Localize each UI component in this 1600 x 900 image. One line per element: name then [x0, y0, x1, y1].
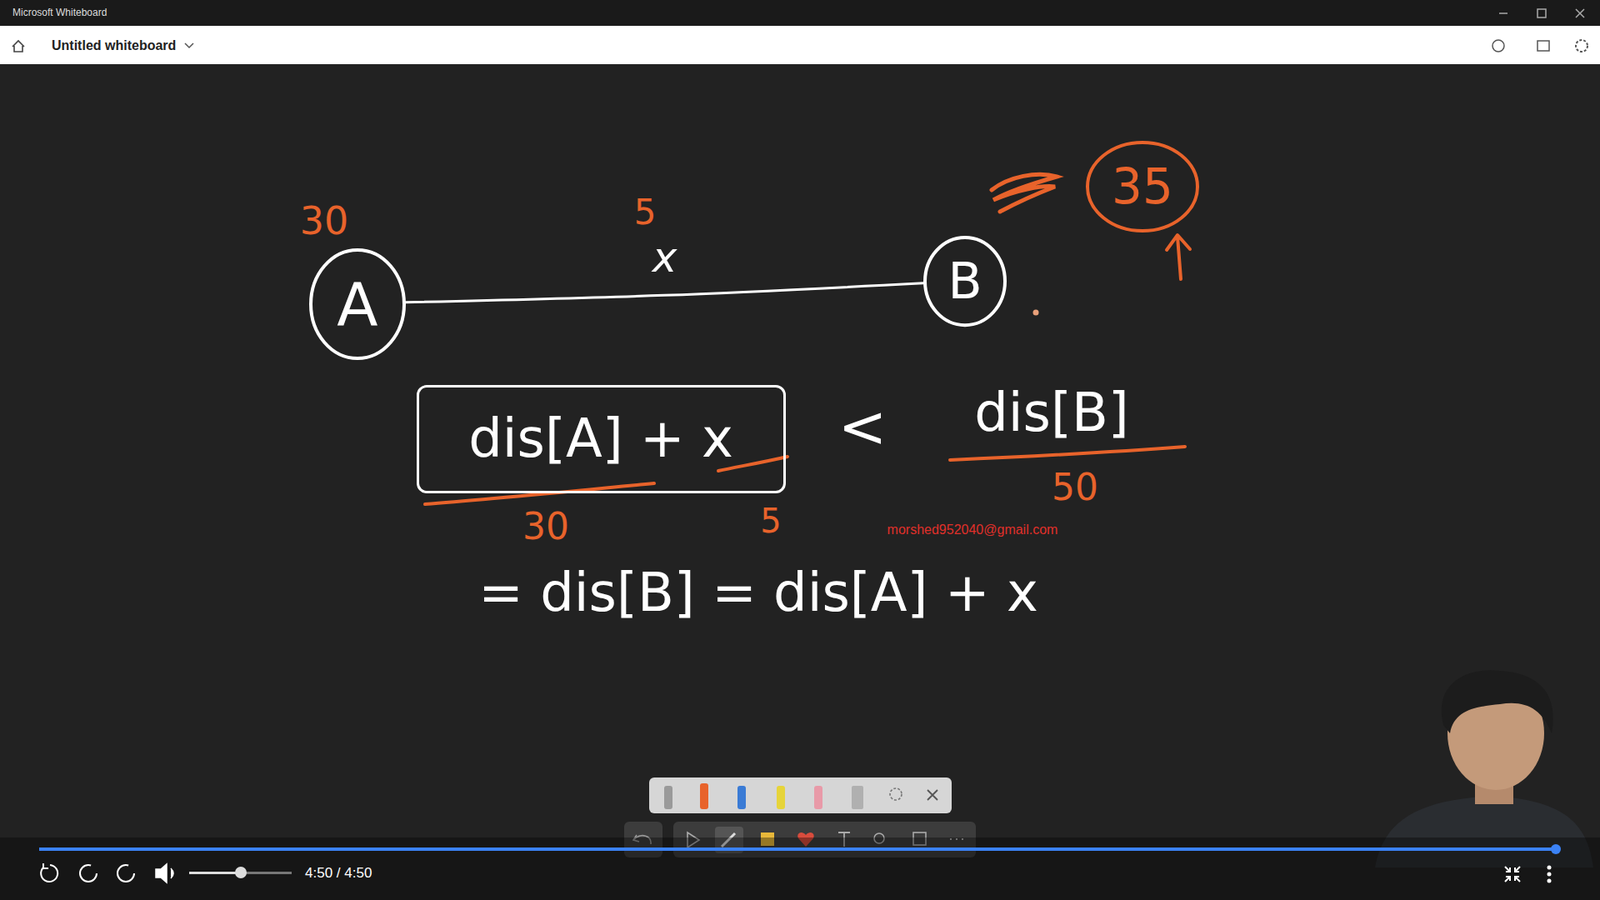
ink-dot — [1033, 310, 1040, 316]
timer-icon — [1492, 40, 1505, 52]
dropdown-icon — [185, 43, 194, 48]
share-icon — [1537, 40, 1550, 51]
replay-icon — [40, 863, 58, 882]
menu-icon — [1547, 879, 1552, 884]
node-outline — [310, 250, 405, 359]
distance-value: 50 — [1051, 466, 1099, 510]
close-icon — [927, 790, 938, 800]
weight-value: 5 — [634, 192, 657, 233]
watermark: morshed952040@gmail.com — [887, 522, 1059, 538]
graph-node: A — [309, 248, 406, 360]
close-icon — [1575, 9, 1585, 18]
node-text: dis[A] + x — [468, 408, 734, 470]
volume-knob — [235, 866, 247, 879]
node-text: 35 — [1111, 159, 1174, 215]
weight-value: 5 — [760, 501, 781, 540]
minimize-icon — [1499, 12, 1508, 15]
lasso-icon — [890, 788, 902, 800]
title-bar — [0, 0, 1600, 26]
volume-icon — [155, 864, 174, 883]
pen-icon — [737, 785, 746, 810]
fullscreen-icon — [1505, 866, 1520, 882]
distance-value: 30 — [300, 199, 350, 244]
edge-label: x — [652, 234, 678, 283]
pen-icon — [664, 785, 673, 810]
player-shade — [0, 837, 1600, 900]
underline — [425, 483, 655, 505]
node-text: A — [336, 270, 378, 340]
node-outline — [1087, 142, 1198, 231]
settings-icon — [1575, 40, 1588, 52]
progress-knob — [1550, 844, 1561, 855]
forward-icon — [117, 865, 135, 882]
pen-icon — [776, 785, 785, 810]
restore-icon — [1537, 9, 1546, 18]
pointer-arrow — [1166, 235, 1190, 280]
presenter-hair — [1441, 670, 1554, 734]
expression: dis[B] — [974, 382, 1130, 445]
value-circle: 35 — [1085, 140, 1200, 233]
distance-value: 30 — [522, 505, 570, 549]
scribble — [991, 174, 1057, 212]
boxed-expression: dis[A] + x — [416, 385, 786, 494]
document-title: Untitled whiteboard — [51, 38, 176, 54]
update-expression: = dis[B] = dis[A] + x — [478, 562, 1039, 625]
progress-bar — [39, 847, 1556, 851]
home-icon — [12, 40, 25, 52]
window-title: Microsoft Whiteboard — [12, 7, 107, 20]
pen-icon — [700, 783, 709, 810]
time-display: 4:50 / 4:50 — [305, 865, 372, 882]
menu-icon — [1547, 872, 1552, 877]
pen-palette — [649, 777, 952, 814]
graph-node: B — [923, 235, 1007, 327]
node-text: B — [947, 252, 982, 310]
volume-level — [189, 871, 241, 875]
rewind-icon — [80, 865, 97, 882]
tab-bar — [0, 25, 1600, 65]
pen-icon — [814, 785, 823, 810]
menu-icon — [1547, 865, 1552, 870]
comparison-sign: < — [838, 393, 888, 461]
underline — [950, 446, 1185, 460]
ruler-icon — [851, 785, 864, 810]
node-outline — [925, 237, 1005, 325]
graph-edge — [405, 283, 924, 303]
